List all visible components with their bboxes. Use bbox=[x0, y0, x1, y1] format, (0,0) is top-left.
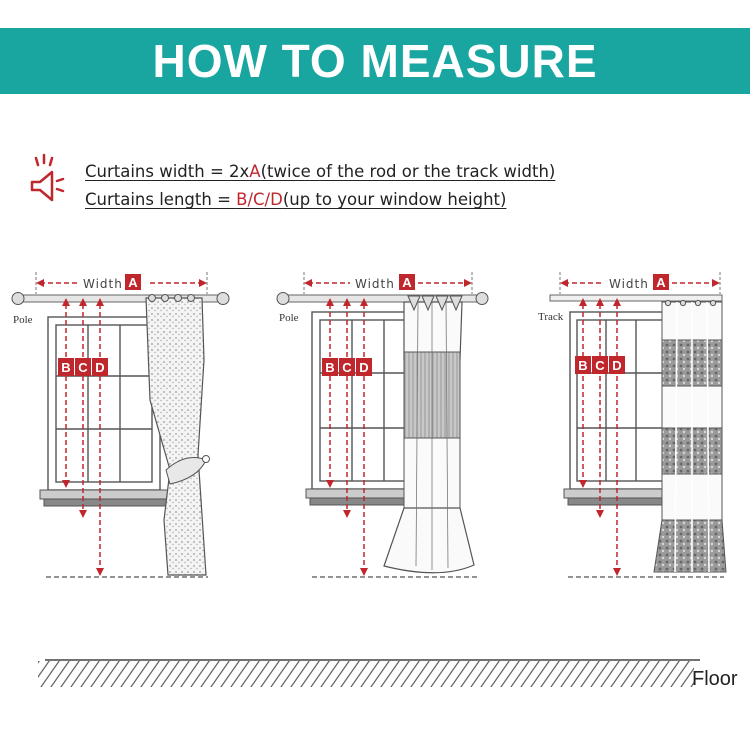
curtains-width-formula: Curtains width = 2xA(twice of the rod or… bbox=[85, 162, 555, 181]
label-d-3: D bbox=[612, 358, 621, 373]
length-formula-suffix: (up to your window height) bbox=[282, 190, 507, 209]
diagram-panel-2: Width A Pole bbox=[276, 272, 489, 578]
label-c-1: C bbox=[78, 360, 88, 375]
label-b-3: B bbox=[578, 358, 587, 373]
label-d-1: D bbox=[95, 360, 104, 375]
width-formula-suffix: (twice of the rod or the track width) bbox=[260, 162, 556, 181]
floor bbox=[38, 659, 700, 687]
speaker-icon bbox=[30, 153, 65, 202]
width-label-2: Width bbox=[355, 277, 395, 291]
label-d-2: D bbox=[359, 360, 368, 375]
page-title: HOW TO MEASURE bbox=[152, 35, 598, 87]
formula-block: Curtains width = 2xA(twice of the rod or… bbox=[28, 152, 555, 222]
hardware-label-3: Track bbox=[538, 311, 564, 323]
curtains-length-formula: Curtains length = B/C/D(up to your windo… bbox=[85, 190, 506, 209]
width-key-3: A bbox=[656, 275, 666, 290]
label-c-3: C bbox=[595, 358, 605, 373]
width-label-1: Width bbox=[83, 277, 123, 291]
label-b-1: B bbox=[61, 360, 70, 375]
hardware-label-1: Pole bbox=[13, 314, 33, 326]
diagram-panel-3: Width A Track bbox=[538, 272, 727, 578]
label-b-2: B bbox=[325, 360, 334, 375]
header-banner: HOW TO MEASURE bbox=[0, 28, 750, 94]
width-formula-prefix: Curtains width = 2x bbox=[85, 162, 250, 181]
label-c-2: C bbox=[342, 360, 352, 375]
length-formula-prefix: Curtains length = bbox=[85, 190, 237, 209]
width-formula-key: A bbox=[249, 162, 261, 181]
width-label-3: Width bbox=[609, 277, 649, 291]
length-formula-key: B/C/D bbox=[236, 190, 283, 209]
width-key-2: A bbox=[402, 275, 412, 290]
width-key-1: A bbox=[128, 275, 138, 290]
floor-label: Floor bbox=[692, 668, 738, 690]
hardware-label-2: Pole bbox=[279, 312, 299, 324]
diagram-panel-1: Width A Pole bbox=[11, 272, 230, 578]
